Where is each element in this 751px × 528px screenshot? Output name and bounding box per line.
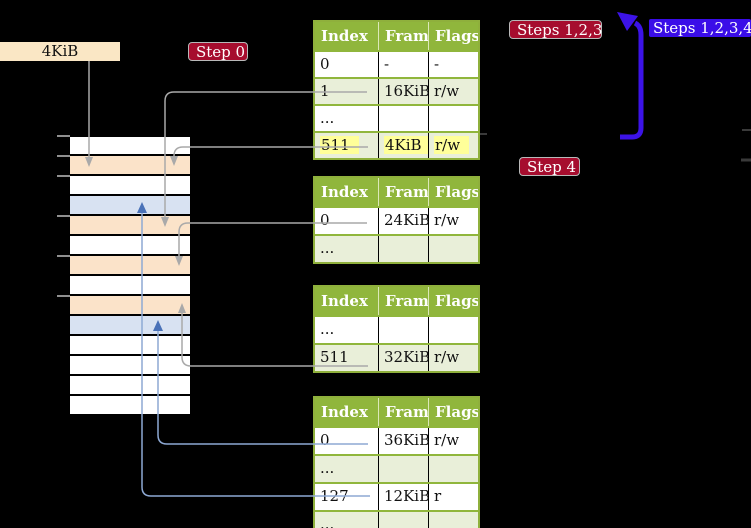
column-header-index: Index — [315, 22, 379, 50]
memory-frame-32kib — [70, 296, 190, 316]
cell-frame: 16KiB — [379, 79, 429, 104]
table-row: 127 12KiB r — [315, 482, 478, 510]
column-header-frame: Frame — [379, 22, 429, 50]
steps1234-badge: Steps 1,2,3,4 — [649, 19, 751, 37]
step0-badge: Step 0 — [188, 42, 248, 61]
memory-tick — [57, 155, 70, 157]
column-header-index: Index — [315, 287, 379, 315]
column-header-flags: Flags — [435, 292, 478, 310]
arrowhead-up-left-icon — [617, 12, 638, 31]
cell-frame: 32KiB — [379, 345, 429, 371]
memory-tick — [57, 175, 70, 177]
cell-index: ... — [315, 512, 379, 528]
cell-flags: - — [434, 55, 440, 73]
cell-index: 511 — [315, 133, 379, 158]
cell-flags — [429, 317, 478, 343]
cell-flags: r/w — [434, 348, 460, 366]
cell-frame: 24KiB — [379, 208, 429, 234]
table-row: ... — [315, 234, 478, 262]
cell-frame — [379, 456, 429, 482]
steps123-badge: Steps 1,2,3 — [509, 20, 602, 39]
cell-flags — [429, 456, 478, 482]
memory-frame — [70, 276, 190, 296]
memory-frame — [70, 236, 190, 256]
cell-flags: r/w — [434, 431, 460, 449]
column-header-flags: Flags — [435, 27, 478, 45]
cell-frame — [379, 512, 429, 528]
cell-frame — [379, 106, 429, 131]
memory-frame — [70, 336, 190, 356]
cell-index: 1 — [315, 79, 379, 104]
cell-index: ... — [315, 236, 379, 262]
page-size-label: 4KiB — [0, 42, 120, 61]
memory-tick — [57, 135, 70, 137]
cell-index: ... — [315, 106, 379, 131]
column-header-index: Index — [315, 398, 379, 426]
highlight: 4KiB — [384, 136, 428, 154]
cell-index: ... — [315, 456, 379, 482]
step4-badge: Step 4 — [519, 157, 580, 176]
column-header-flags: Flags — [435, 403, 478, 421]
highlight: r/w — [434, 136, 470, 154]
cell-flags: r — [434, 487, 442, 505]
table-header-row: Index Frame Flags — [315, 398, 478, 426]
table-header-row: Index Frame Flags — [315, 22, 478, 50]
memory-frame-24kib — [70, 256, 190, 276]
table-row: ... — [315, 315, 478, 343]
memory-frame-16kib — [70, 216, 190, 236]
page-table-level1: Index Frame Flags 0 36KiB r/w ... 127 12… — [313, 396, 480, 528]
page-table-level3: Index Frame Flags 0 24KiB r/w ... — [313, 176, 480, 264]
memory-frame-36kib — [70, 316, 190, 336]
physical-memory-column — [70, 136, 190, 416]
table-row-highlighted: 511 4KiB r/w — [315, 131, 478, 158]
cell-index: 0 — [315, 208, 379, 234]
column-header-index: Index — [315, 178, 379, 206]
cell-frame: - — [379, 52, 429, 77]
memory-tick — [57, 295, 70, 297]
cell-flags: r/w — [434, 211, 460, 229]
cell-frame: 36KiB — [379, 428, 429, 454]
table-header-row: Index Frame Flags — [315, 178, 478, 206]
cell-frame — [379, 236, 429, 262]
table-row: 1 16KiB r/w — [315, 77, 478, 104]
column-header-flags: Flags — [435, 183, 478, 201]
cell-flags — [429, 106, 478, 131]
column-header-frame: Frame — [379, 398, 429, 426]
table-row: 0 - - — [315, 50, 478, 77]
table-row: ... — [315, 510, 478, 528]
memory-tick — [57, 255, 70, 257]
cell-index: 0 — [315, 52, 379, 77]
cell-frame: 4KiB — [379, 133, 429, 158]
column-header-frame: Frame — [379, 287, 429, 315]
cell-frame — [379, 317, 429, 343]
memory-tick — [57, 215, 70, 217]
memory-frame — [70, 176, 190, 196]
memory-frame — [70, 356, 190, 376]
table-row: ... — [315, 454, 478, 482]
cell-frame: 12KiB — [379, 484, 429, 510]
memory-frame — [70, 136, 190, 156]
memory-frame-4kib — [70, 156, 190, 176]
table-row: 0 36KiB r/w — [315, 426, 478, 454]
cell-flags — [429, 512, 478, 528]
cell-index: 127 — [315, 484, 379, 510]
cell-flags — [429, 236, 478, 262]
table-row: ... — [315, 104, 478, 131]
memory-frame-12kib — [70, 196, 190, 216]
cell-index: 0 — [315, 428, 379, 454]
memory-frame — [70, 376, 190, 396]
cell-index: ... — [315, 317, 379, 343]
table-row: 0 24KiB r/w — [315, 206, 478, 234]
thick-loop-arrow — [620, 20, 644, 140]
table-row: 511 32KiB r/w — [315, 343, 478, 371]
highlight: 511 — [320, 136, 359, 154]
page-table-level2: Index Frame Flags ... 511 32KiB r/w — [313, 285, 480, 373]
page-table-level4: Index Frame Flags 0 - - 1 16KiB r/w ... … — [313, 20, 480, 160]
cell-index: 511 — [315, 345, 379, 371]
cell-flags: r/w — [429, 133, 478, 158]
table-header-row: Index Frame Flags — [315, 287, 478, 315]
column-header-frame: Frame — [379, 178, 429, 206]
memory-frame — [70, 396, 190, 416]
cell-flags: r/w — [434, 82, 460, 100]
